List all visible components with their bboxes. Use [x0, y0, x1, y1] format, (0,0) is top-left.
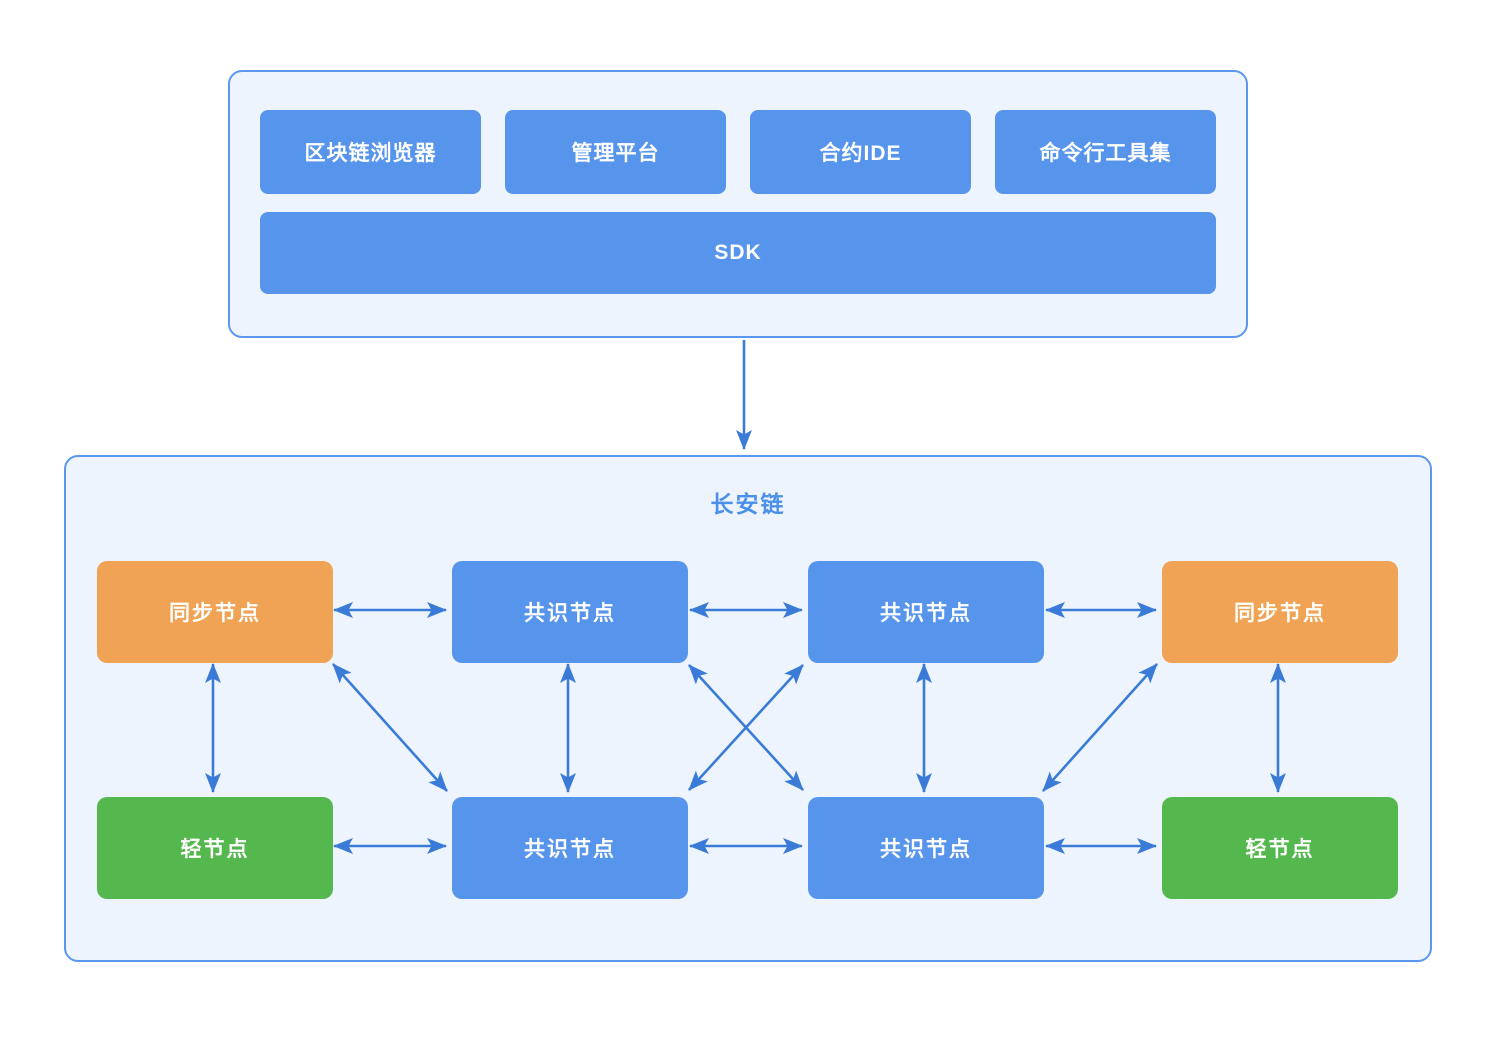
node-light-left: 轻节点 — [97, 797, 333, 899]
application-layer-row: 区块链浏览器 管理平台 合约IDE 命令行工具集 — [260, 110, 1216, 194]
application-layer-panel: 区块链浏览器 管理平台 合约IDE 命令行工具集 SDK — [228, 70, 1248, 338]
node-consensus-bottom-left: 共识节点 — [452, 797, 688, 899]
chain-panel: 长安链 同步节点 共识节点 共识节点 同步节点 轻节点 共识节点 共识节点 轻节… — [64, 455, 1432, 962]
sdk-box: SDK — [260, 212, 1216, 294]
cli-toolset-box: 命令行工具集 — [995, 110, 1216, 194]
node-light-right: 轻节点 — [1162, 797, 1398, 899]
node-consensus-bottom-right: 共识节点 — [808, 797, 1044, 899]
management-platform-box: 管理平台 — [505, 110, 726, 194]
chain-title: 长安链 — [710, 491, 786, 517]
blockchain-explorer-box: 区块链浏览器 — [260, 110, 481, 194]
node-consensus-top-left: 共识节点 — [452, 561, 688, 663]
contract-ide-box: 合约IDE — [750, 110, 971, 194]
node-consensus-top-right: 共识节点 — [808, 561, 1044, 663]
node-sync-left: 同步节点 — [97, 561, 333, 663]
node-sync-right: 同步节点 — [1162, 561, 1398, 663]
